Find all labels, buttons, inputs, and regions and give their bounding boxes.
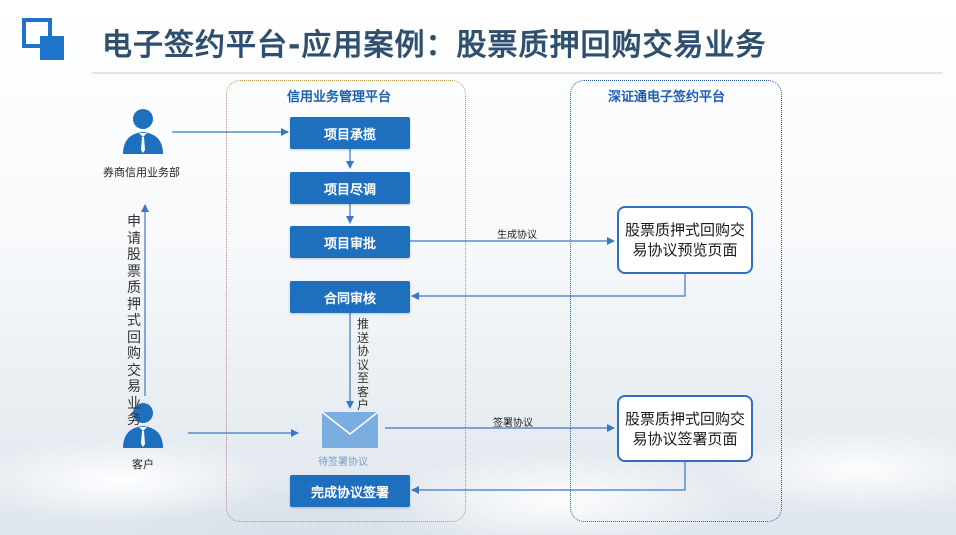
envelope-icon	[322, 412, 378, 448]
agreement-signing-text: 股票质押式回购交易协议签署页面	[625, 409, 746, 448]
push-to-customer-note: 推送协议至客户	[356, 317, 369, 412]
generate-agreement-label: 生成协议	[497, 230, 537, 241]
broker-person-icon	[123, 109, 163, 154]
step-due-diligence: 项目尽调	[290, 172, 410, 204]
customer-person-icon	[123, 403, 163, 448]
title-divider	[92, 72, 942, 74]
step-contract-review: 合同审核	[290, 281, 410, 313]
esign-platform-title: 深证通电子签约平台	[608, 90, 726, 105]
step-project-intake: 项目承揽	[290, 117, 410, 149]
agreement-preview-text: 股票质押式回购交易协议预览页面	[625, 221, 746, 259]
agreement-preview-page: 股票质押式回购交易协议预览页面	[617, 206, 753, 274]
arrow-preview-to-review	[411, 274, 686, 300]
pending-agreement-label: 待签署协议	[318, 457, 368, 468]
broker-label: 券商信用业务部	[103, 166, 180, 179]
step-project-approval: 项目审批	[290, 226, 410, 258]
sign-agreement-label: 签署协议	[493, 418, 533, 429]
page-title: 电子签约平台-应用案例：股票质押回购交易业务	[102, 28, 767, 63]
customer-label: 客户	[132, 458, 154, 471]
agreement-signing-page: 股票质押式回购交易协议签署页面	[617, 395, 753, 462]
credit-platform-title: 信用业务管理平台	[287, 90, 392, 105]
credit-platform-panel	[226, 80, 466, 522]
step-complete-signing: 完成协议签署	[290, 475, 410, 507]
esign-platform-panel	[570, 80, 782, 522]
request-business-note: 申请股票质押式回购交易业务	[127, 214, 141, 428]
arrow-sign-to-complete	[411, 462, 686, 494]
logo-square-filled	[40, 36, 64, 60]
background-clouds	[0, 330, 956, 535]
